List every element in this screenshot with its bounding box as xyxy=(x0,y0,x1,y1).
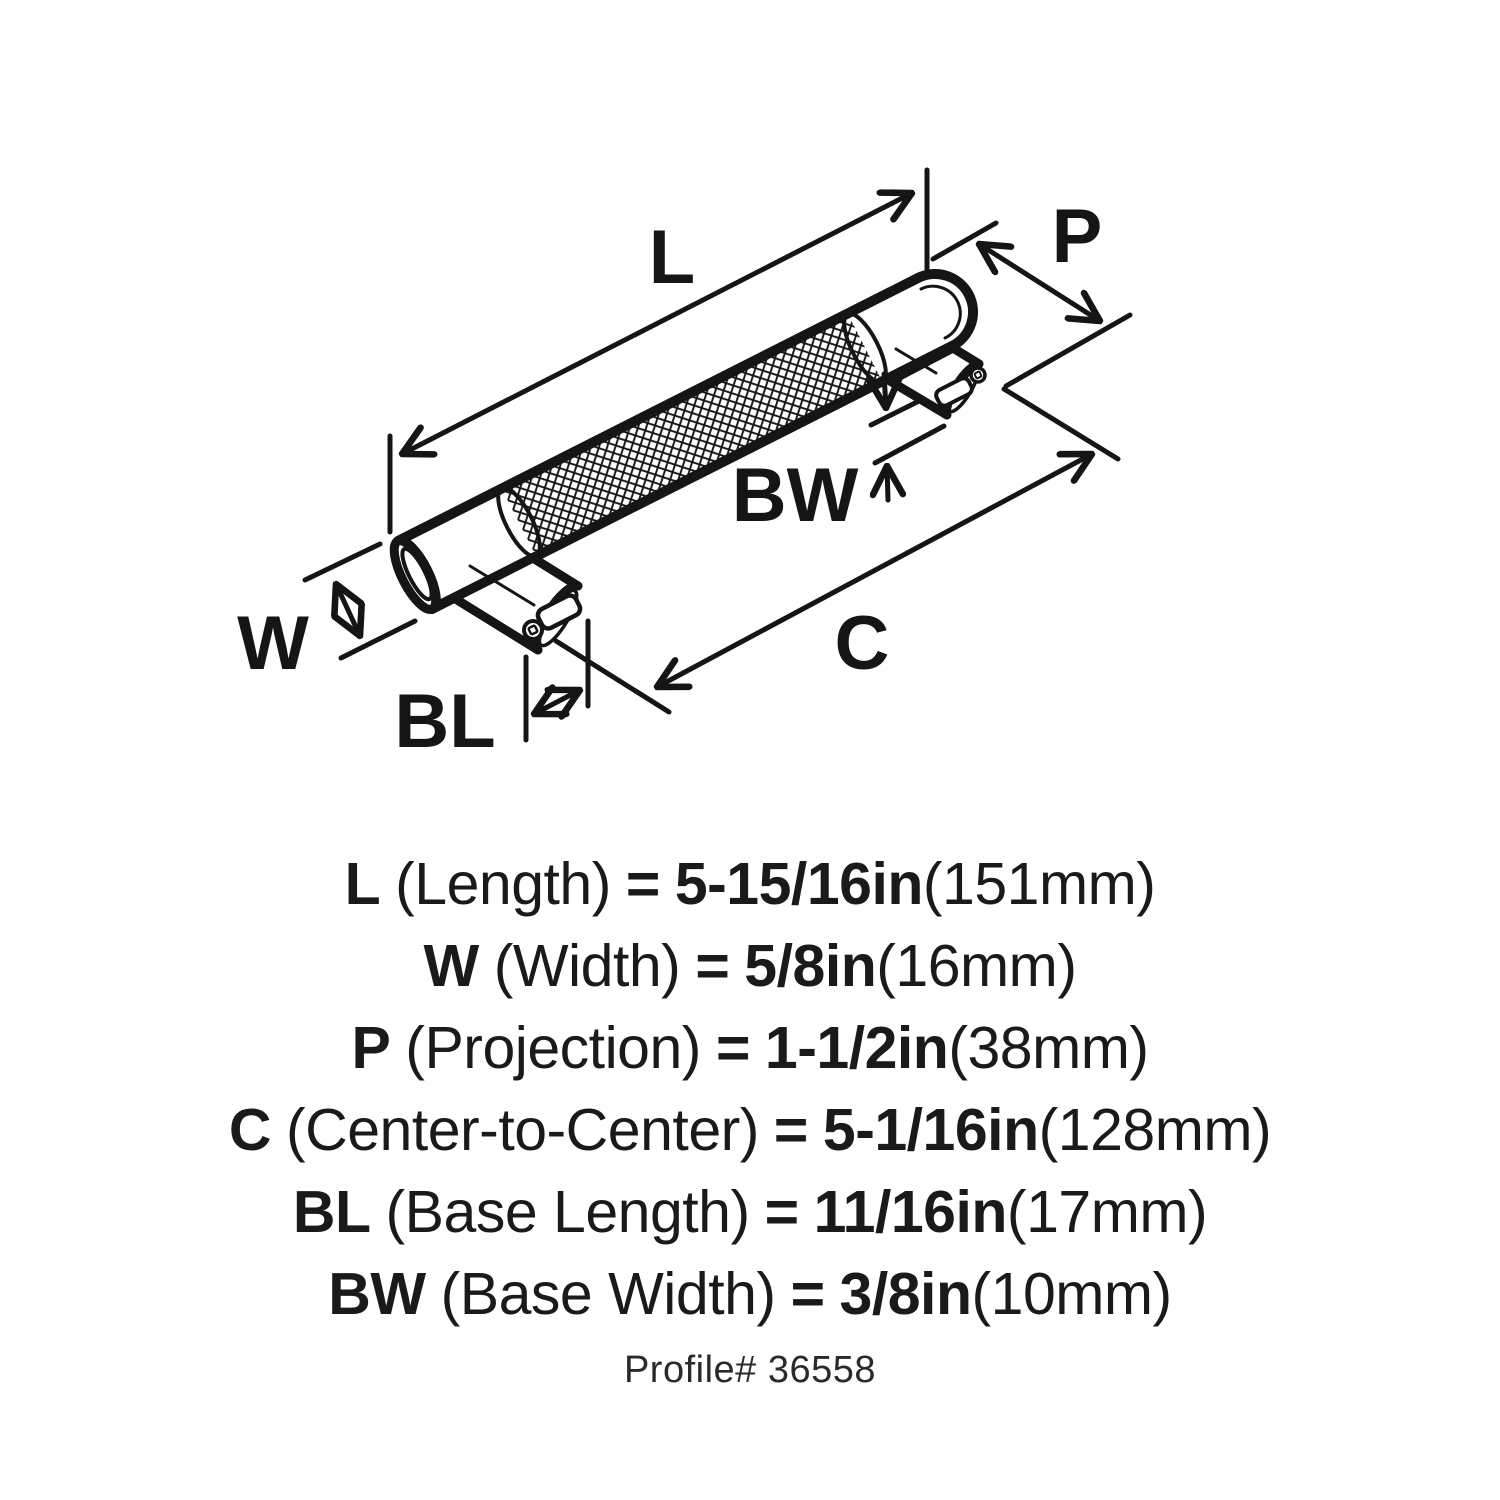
legend-name: (Base Length) xyxy=(385,1179,751,1245)
dimension-p xyxy=(930,220,1133,389)
bl-arrow-line xyxy=(534,690,580,714)
legend-symbol: BW xyxy=(328,1261,426,1327)
dimension-bw xyxy=(868,371,947,503)
legend-row-center-to-center: C(Center-to-Center)=5-1/16in(128mm) xyxy=(0,1089,1500,1171)
label-center-to-center: C xyxy=(835,601,890,686)
left-post-edge-line xyxy=(468,564,536,607)
p-arrow-line xyxy=(979,244,1100,321)
label-length: L xyxy=(649,215,695,300)
dimension-legend: L(Length)=5-15/16in(151mm) W(Width)=5/8i… xyxy=(0,843,1500,1392)
label-base-length: BL xyxy=(394,679,495,764)
w-extension-line-bottom xyxy=(338,618,418,661)
legend-symbol: P xyxy=(351,1015,391,1081)
legend-value: 11/16in xyxy=(813,1179,1008,1245)
dimension-lines xyxy=(302,167,1133,743)
legend-equals: = xyxy=(695,933,730,999)
legend-name: (Width) xyxy=(493,933,681,999)
legend-value: 1-1/2in xyxy=(764,1015,949,1081)
legend-metric: (17mm) xyxy=(1006,1179,1208,1245)
left-post-screw-slot xyxy=(535,593,583,631)
right-post-screw-socket xyxy=(973,370,983,380)
legend-name: (Projection) xyxy=(405,1015,701,1081)
legend-row-width: W(Width)=5/8in(16mm) xyxy=(0,925,1500,1007)
p-extension-line-top xyxy=(930,220,999,262)
bw-arrow-down xyxy=(884,371,886,408)
legend-metric: (151mm) xyxy=(922,851,1156,917)
c-extension-line-left xyxy=(553,638,672,715)
legend-value: 5/8in xyxy=(744,933,877,999)
legend-metric: (38mm) xyxy=(948,1015,1149,1081)
legend-symbol: C xyxy=(228,1097,272,1163)
dimension-labels: L P BW W C BL xyxy=(237,194,1102,764)
p-extension-line-bottom xyxy=(1003,312,1133,389)
legend-metric: (128mm) xyxy=(1038,1097,1272,1163)
legend-row-projection: P(Projection)=1-1/2in(38mm) xyxy=(0,1007,1500,1089)
c-extension-line-right xyxy=(1001,386,1121,462)
bw-extension-line-top xyxy=(868,399,920,428)
pull-handle-dimension-drawing: L P BW W C BL xyxy=(237,167,1133,764)
bw-arrow-up xyxy=(887,466,888,503)
dimension-w xyxy=(302,541,418,661)
legend-row-base-length: BL(Base Length)=11/16in(17mm) xyxy=(0,1171,1500,1253)
w-extension-line-top xyxy=(302,541,383,583)
label-width: W xyxy=(237,601,309,686)
c-arrow-line xyxy=(657,454,1092,687)
legend-name: (Base Width) xyxy=(440,1261,776,1327)
right-post-screw-slot xyxy=(934,376,974,408)
bw-extension-line-bottom xyxy=(872,423,947,466)
legend-equals: = xyxy=(764,1179,799,1245)
legend-symbol: L xyxy=(344,851,381,917)
l-arrow-line xyxy=(402,193,912,454)
legend-equals: = xyxy=(715,1015,750,1081)
legend-equals: = xyxy=(625,851,660,917)
right-post-screw xyxy=(969,366,987,384)
legend-value: 3/8in xyxy=(839,1261,972,1327)
legend-symbol: W xyxy=(423,933,480,999)
bar-left-opening-inner xyxy=(400,546,434,602)
dimension-bl xyxy=(523,618,591,743)
left-post-screw-socket xyxy=(527,624,539,636)
legend-metric: (16mm) xyxy=(876,933,1077,999)
legend-row-base-width: BW(Base Width)=3/8in(10mm) xyxy=(0,1253,1500,1335)
dimension-c xyxy=(553,386,1121,715)
legend-name: (Length) xyxy=(395,851,611,917)
pull-handle-illustration xyxy=(389,269,987,655)
bar-cap-inner-line xyxy=(919,284,962,340)
w-arrow-line xyxy=(336,584,360,636)
left-post-screw xyxy=(522,619,544,641)
legend-row-length: L(Length)=5-15/16in(151mm) xyxy=(0,843,1500,925)
legend-symbol: BL xyxy=(292,1179,371,1245)
profile-number: Profile# 36558 xyxy=(623,1349,877,1391)
label-projection: P xyxy=(1052,194,1103,279)
legend-value: 5-1/16in xyxy=(822,1097,1039,1163)
dimension-l xyxy=(387,167,930,535)
legend-equals: = xyxy=(773,1097,808,1163)
legend-value: 5-15/16in xyxy=(674,851,924,917)
label-base-width: BW xyxy=(732,453,859,538)
legend-equals: = xyxy=(790,1261,825,1327)
legend-metric: (10mm) xyxy=(971,1261,1172,1327)
legend-name: (Center-to-Center) xyxy=(285,1097,759,1163)
